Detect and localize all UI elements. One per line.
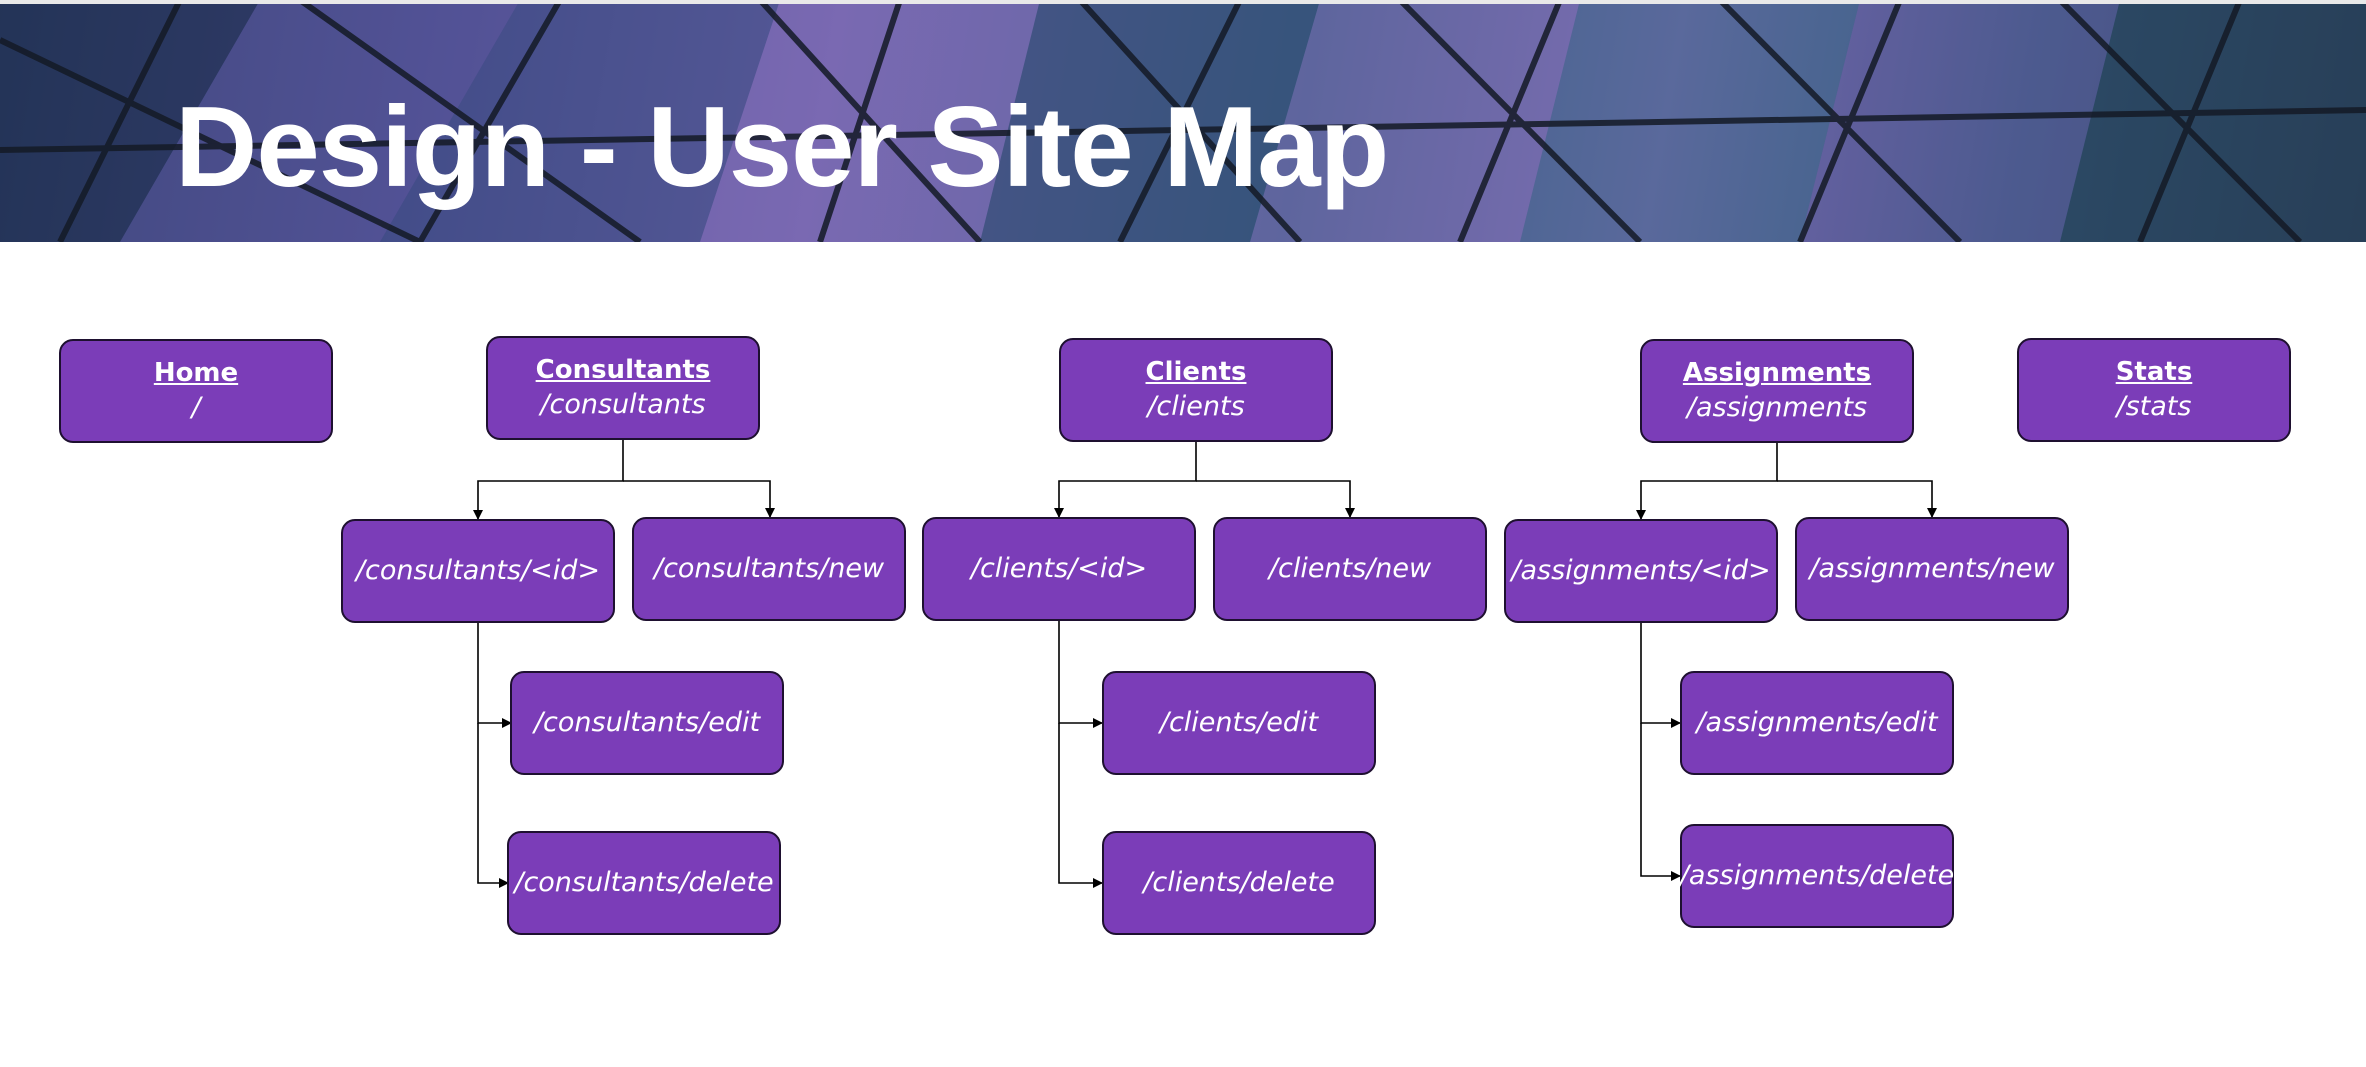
header-banner: Design - User Site Map (0, 0, 2366, 242)
node-assignments[interactable]: Assignments /assignments (1640, 339, 1914, 443)
node-clients-edit[interactable]: /clients/edit (1102, 671, 1376, 775)
connector-consultants-to-id (473, 440, 624, 520)
top-strip (0, 0, 2366, 4)
connector-assignments-to-id (1636, 442, 1778, 520)
node-clients-delete[interactable]: /clients/delete (1102, 831, 1376, 935)
node-stats-name: Stats (2115, 357, 2193, 387)
node-assignments-new[interactable]: /assignments/new (1795, 517, 2069, 621)
node-clients-delete-route: /clients/delete (1143, 867, 1335, 898)
node-consultants-new-route: /consultants/new (653, 553, 885, 584)
connector-assignments-to-new (1777, 480, 1937, 518)
node-stats-route: /stats (2116, 391, 2192, 422)
connector-consultants-id-to-edit (477, 622, 512, 728)
connector-clients-id-to-edit (1058, 620, 1103, 728)
connector-assignments-id-to-delete (1640, 723, 1681, 881)
node-consultants-edit[interactable]: /consultants/edit (510, 671, 784, 775)
node-consultants[interactable]: Consultants /consultants (486, 336, 760, 440)
node-consultants-id[interactable]: /consultants/<id> (341, 519, 615, 623)
node-assignments-route: /assignments (1686, 392, 1868, 423)
node-clients-route: /clients (1147, 391, 1245, 422)
node-clients-id-route: /clients/<id> (970, 553, 1148, 584)
node-clients-new[interactable]: /clients/new (1213, 517, 1487, 621)
node-clients-name: Clients (1145, 357, 1247, 387)
connector-assignments-id-to-edit (1640, 622, 1681, 728)
node-assignments-new-route: /assignments/new (1809, 553, 2055, 584)
node-clients-edit-route: /clients/edit (1159, 707, 1319, 738)
node-home-route: / (191, 392, 201, 423)
node-assignments-name: Assignments (1682, 358, 1872, 388)
node-consultants-edit-route: /consultants/edit (533, 707, 761, 738)
node-clients-new-route: /clients/new (1268, 553, 1432, 584)
node-consultants-id-route: /consultants/<id> (355, 555, 601, 586)
connector-clients-id-to-delete (1058, 723, 1103, 888)
node-home[interactable]: Home / (59, 339, 333, 443)
connector-consultants-id-to-delete (477, 723, 509, 888)
banner-geometric-pattern (0, 0, 2366, 242)
node-stats[interactable]: Stats /stats (2017, 338, 2291, 442)
node-assignments-delete[interactable]: /assignments/delete (1680, 824, 1954, 928)
connector-consultants-to-new (623, 480, 775, 518)
node-assignments-delete-route: /assignments/delete (1679, 860, 1955, 891)
node-assignments-id-route: /assignments/<id> (1511, 555, 1771, 586)
node-assignments-id[interactable]: /assignments/<id> (1504, 519, 1778, 623)
page-title: Design - User Site Map (175, 84, 1389, 211)
node-home-name: Home (153, 358, 239, 388)
node-consultants-new[interactable]: /consultants/new (632, 517, 906, 621)
node-clients-id[interactable]: /clients/<id> (922, 517, 1196, 621)
node-assignments-edit[interactable]: /assignments/edit (1680, 671, 1954, 775)
connector-clients-to-id (1054, 442, 1197, 518)
node-clients[interactable]: Clients /clients (1059, 338, 1333, 442)
connector-clients-to-new (1196, 480, 1355, 518)
node-consultants-delete[interactable]: /consultants/delete (507, 831, 781, 935)
node-consultants-delete-route: /consultants/delete (514, 867, 774, 898)
node-assignments-edit-route: /assignments/edit (1696, 707, 1938, 738)
node-consultants-route: /consultants (540, 389, 706, 420)
node-consultants-name: Consultants (535, 355, 711, 385)
